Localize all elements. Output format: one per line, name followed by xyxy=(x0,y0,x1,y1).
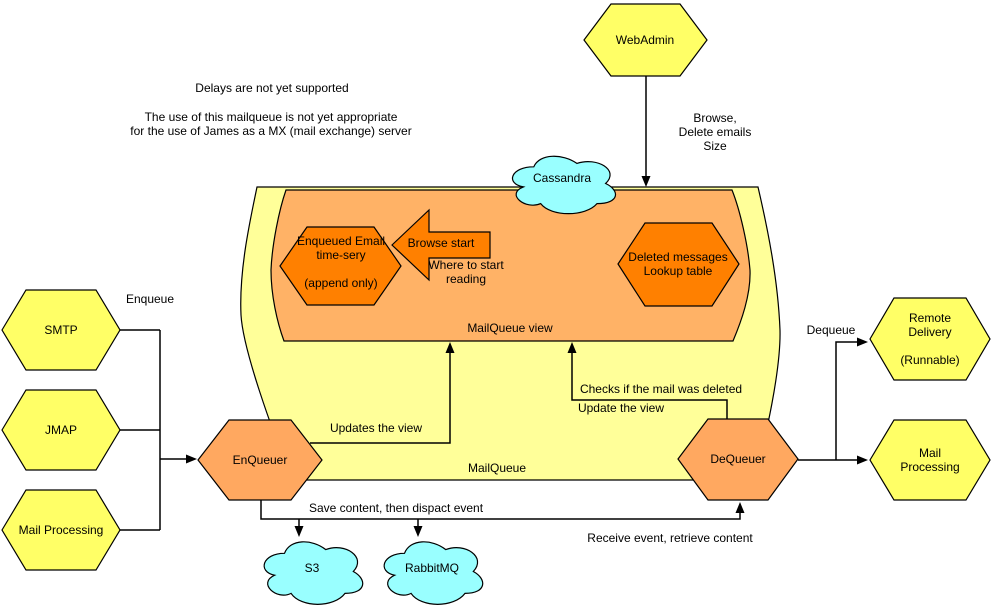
mailqueue-view-shape[interactable] xyxy=(270,189,751,342)
enqueue-bus-edge[interactable] xyxy=(120,329,197,531)
webadmin-to-mailqueue-view-edge[interactable] xyxy=(641,76,651,187)
enqueuer-to-view-edge[interactable] xyxy=(310,342,455,444)
deleted-messages-hexagon[interactable] xyxy=(617,222,740,307)
dequeuer-to-view-edge[interactable] xyxy=(567,342,728,419)
dequeuer-hexagon[interactable] xyxy=(677,418,799,501)
arrowhead-icon xyxy=(735,502,745,513)
edge-line[interactable] xyxy=(260,500,741,527)
edge-line[interactable] xyxy=(798,341,858,461)
mail-processing-left-hexagon[interactable] xyxy=(1,489,121,571)
remote-delivery-hexagon[interactable] xyxy=(869,297,991,381)
arrowhead-icon xyxy=(857,337,868,347)
mail-processing-right-hexagon[interactable] xyxy=(869,419,991,501)
edge-line[interactable] xyxy=(120,329,187,531)
edge-line[interactable] xyxy=(571,352,728,419)
browse-start-arrow-shape[interactable] xyxy=(391,208,491,282)
dequeue-edge[interactable] xyxy=(798,337,868,465)
arrowhead-icon xyxy=(413,526,423,537)
s3-cloud[interactable] xyxy=(263,541,364,605)
jmap-hexagon[interactable] xyxy=(1,389,121,471)
arrowhead-icon xyxy=(567,342,577,353)
rabbitmq-cloud[interactable] xyxy=(383,541,484,605)
arrowhead-icon xyxy=(857,455,868,465)
arrowhead-icon xyxy=(294,526,304,537)
cassandra-cloud[interactable] xyxy=(511,155,616,215)
webadmin-hexagon[interactable] xyxy=(583,3,708,77)
enqueuer-hexagon[interactable] xyxy=(197,419,323,501)
smtp-hexagon[interactable] xyxy=(1,289,121,371)
arrowhead-icon xyxy=(641,176,651,187)
arrowhead-icon xyxy=(186,454,197,464)
edge-line[interactable] xyxy=(310,352,451,444)
enqueued-email-hexagon[interactable] xyxy=(279,226,402,306)
save-dispatch-bus-edge[interactable] xyxy=(260,500,745,537)
arrowhead-icon xyxy=(445,342,455,353)
